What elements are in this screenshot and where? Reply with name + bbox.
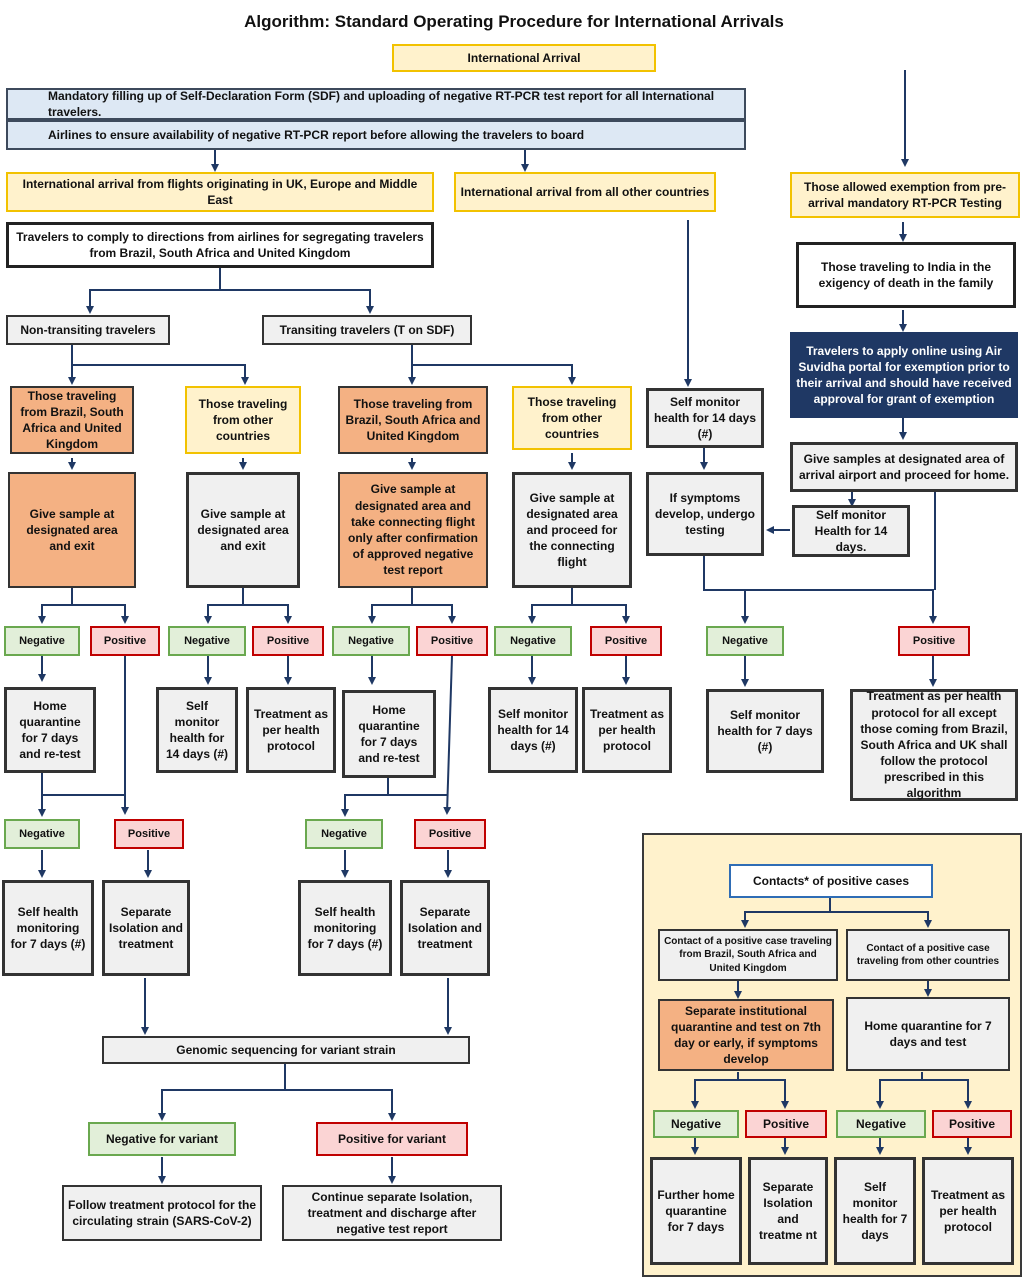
negative-badge: Negative <box>4 819 80 849</box>
self-health-monitoring-box: Self health monitoring for 7 days (#) <box>2 880 94 976</box>
negative-badge: Negative <box>653 1110 739 1138</box>
separate-isolation-box: Separate Isolation and treatme nt <box>748 1157 828 1265</box>
separate-isolation-box: Separate Isolation and treatment <box>102 880 190 976</box>
international-arrival-box: International Arrival <box>392 44 656 72</box>
give-samples-home-box: Give samples at designated area of arriv… <box>790 442 1018 492</box>
treatment-protocol-box: Treatment as per health protocol <box>582 687 672 773</box>
positive-badge: Positive <box>745 1110 827 1138</box>
negative-badge: Negative <box>332 626 410 656</box>
home-quarantine-retest-box: Home quarantine for 7 days and re-test <box>4 687 96 773</box>
contact-other-box: Contact of a positive case traveling fro… <box>846 929 1010 981</box>
transiting-box: Transiting travelers (T on SDF) <box>262 315 472 345</box>
positive-variant-badge: Positive for variant <box>316 1122 468 1156</box>
self-health-monitoring-box: Self health monitoring for 7 days (#) <box>298 880 392 976</box>
segregate-box: Travelers to comply to directions from a… <box>6 222 434 268</box>
negative-badge: Negative <box>494 626 572 656</box>
t-other-box: Those traveling from other countries <box>512 386 632 450</box>
if-symptoms-box: If symptoms develop, undergo testing <box>646 472 764 556</box>
self-monitor-7-days-box: Self monitor health for 7 days (#) <box>706 689 824 773</box>
air-suvidha-box: Travelers to apply online using Air Suvi… <box>790 332 1018 418</box>
treatment-except-box: Treatment as per health protocol for all… <box>850 689 1018 801</box>
sample-connecting-flight-box: Give sample at designated area and take … <box>338 472 488 588</box>
t-brazil-box: Those traveling from Brazil, South Afric… <box>338 386 488 454</box>
self-monitor-7-box: Self monitor health for 7 days <box>834 1157 916 1265</box>
negative-badge: Negative <box>836 1110 926 1138</box>
further-home-quarantine-box: Further home quarantine for 7 days <box>650 1157 742 1265</box>
death-exigency-box: Those traveling to India in the exigency… <box>796 242 1016 308</box>
other-countries-arrival-box: International arrival from all other cou… <box>454 172 716 212</box>
contact-brazil-box: Contact of a positive case traveling fro… <box>658 929 838 981</box>
negative-badge: Negative <box>305 819 383 849</box>
negative-badge: Negative <box>706 626 784 656</box>
exemption-box: Those allowed exemption from pre-arrival… <box>790 172 1020 218</box>
sample-exit-orange-box: Give sample at designated area and exit <box>8 472 136 588</box>
airlines-box: Airlines to ensure availability of negat… <box>6 120 746 150</box>
positive-badge: Positive <box>252 626 324 656</box>
non-transiting-box: Non-transiting travelers <box>6 315 170 345</box>
self-monitor-14-hash-box: Self monitor health for 14 days (#) <box>646 388 764 448</box>
institutional-quarantine-box: Separate institutional quarantine and te… <box>658 999 834 1071</box>
separate-isolation-box: Separate Isolation and treatment <box>400 880 490 976</box>
positive-badge: Positive <box>416 626 488 656</box>
self-monitor-14-box: Self monitor Health for 14 days. <box>792 505 910 557</box>
genomic-sequencing-box: Genomic sequencing for variant strain <box>102 1036 470 1064</box>
negative-badge: Negative <box>4 626 80 656</box>
positive-badge: Positive <box>414 819 486 849</box>
home-quarantine-test-box: Home quarantine for 7 days and test <box>846 997 1010 1071</box>
positive-badge: Positive <box>932 1110 1012 1138</box>
nt-other-box: Those traveling from other countries <box>185 386 301 454</box>
self-monitor-14-days-box: Self monitor health for 14 days (#) <box>488 687 578 773</box>
sdf-box: Mandatory filling up of Self-Declaration… <box>6 88 746 120</box>
page-title: Algorithm: Standard Operating Procedure … <box>244 12 784 31</box>
positive-badge: Positive <box>114 819 184 849</box>
treatment-protocol-box: Treatment as per health protocol <box>922 1157 1014 1265</box>
negative-variant-badge: Negative for variant <box>88 1122 236 1156</box>
contacts-title-box: Contacts* of positive cases <box>729 864 933 898</box>
continue-isolation-box: Continue separate Isolation, treatment a… <box>282 1185 502 1241</box>
positive-badge: Positive <box>90 626 160 656</box>
home-quarantine-retest-box: Home quarantine for 7 days and re-test <box>342 690 436 778</box>
sample-exit-box: Give sample at designated area and exit <box>186 472 300 588</box>
sample-proceed-box: Give sample at designated area and proce… <box>512 472 632 588</box>
self-monitor-14-days-box: Self monitor health for 14 days (#) <box>156 687 238 773</box>
negative-badge: Negative <box>168 626 246 656</box>
uk-europe-arrival-box: International arrival from flights origi… <box>6 172 434 212</box>
follow-protocol-box: Follow treatment protocol for the circul… <box>62 1185 262 1241</box>
nt-brazil-box: Those traveling from Brazil, South Afric… <box>10 386 134 454</box>
positive-badge: Positive <box>898 626 970 656</box>
treatment-protocol-box: Treatment as per health protocol <box>246 687 336 773</box>
positive-badge: Positive <box>590 626 662 656</box>
